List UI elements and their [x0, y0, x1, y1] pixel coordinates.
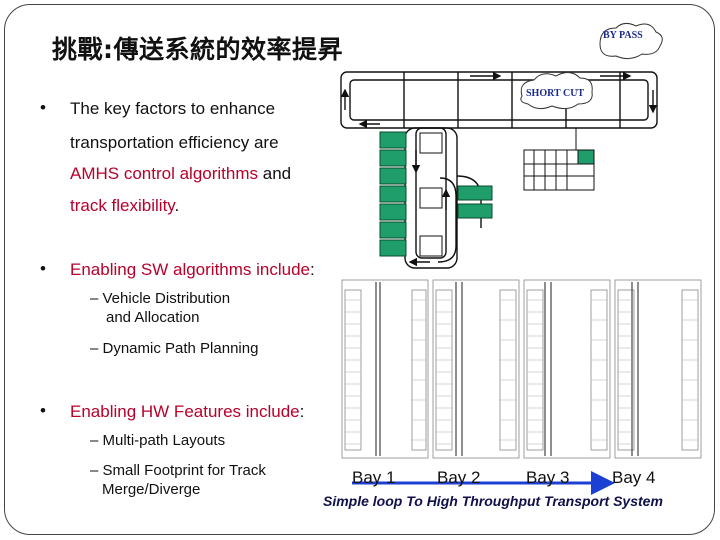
sub-item-4: – Small Footprint for Track [90, 462, 266, 479]
main-loop-track [340, 71, 658, 129]
highlight-text: Enabling SW algorithms include [70, 260, 311, 279]
shortcut-cloud [520, 72, 593, 110]
bullet-marker: • [40, 98, 46, 117]
bay-label-2: Bay 2 [437, 468, 481, 487]
sub-item-2: – Dynamic Path Planning [90, 340, 259, 357]
bullet-1-line-2: transportation efficiency are [70, 133, 279, 152]
bullet-3-line-1: Enabling HW Features include: [70, 402, 305, 421]
highlight-text: track flexibility [70, 196, 175, 215]
highlight-text: Enabling HW Features include [70, 402, 300, 421]
bullet-marker: • [40, 401, 46, 420]
bay-blocks-left [379, 131, 493, 257]
sub-item-1: – Vehicle Distribution [90, 290, 231, 307]
bypass-label: BY PASS [603, 30, 643, 41]
station-block [523, 128, 595, 191]
slide-title: 挑戰:傳送系統的效率提昇 [52, 35, 343, 64]
sub-item-3: – Multi-path Layouts [90, 432, 226, 449]
sub-item-1-cont: and Allocation [106, 309, 200, 326]
sub-item-4-cont: Merge/Diverge [102, 481, 201, 498]
bypass-cloud [599, 22, 663, 60]
highlight-text: AMHS control algorithms [70, 164, 259, 183]
bay-label-4: Bay 4 [612, 468, 656, 487]
bullet-1-line-3: AMHS control algorithms and [70, 164, 292, 183]
bay-grid [341, 279, 702, 459]
bullet-1-line-1: The key factors to enhance [70, 99, 276, 118]
bullet-1-line-4: track flexibility. [70, 196, 180, 215]
bay-label-3: Bay 3 [526, 468, 570, 487]
bay-label-1: Bay 1 [352, 468, 396, 487]
diagram-caption: Simple loop To High Throughput Transport… [323, 493, 663, 509]
shortcut-label: SHORT CUT [526, 88, 585, 99]
bullet-marker: • [40, 259, 46, 278]
slide-frame [4, 4, 715, 535]
bullet-2-line-1: Enabling SW algorithms include: [70, 260, 315, 279]
